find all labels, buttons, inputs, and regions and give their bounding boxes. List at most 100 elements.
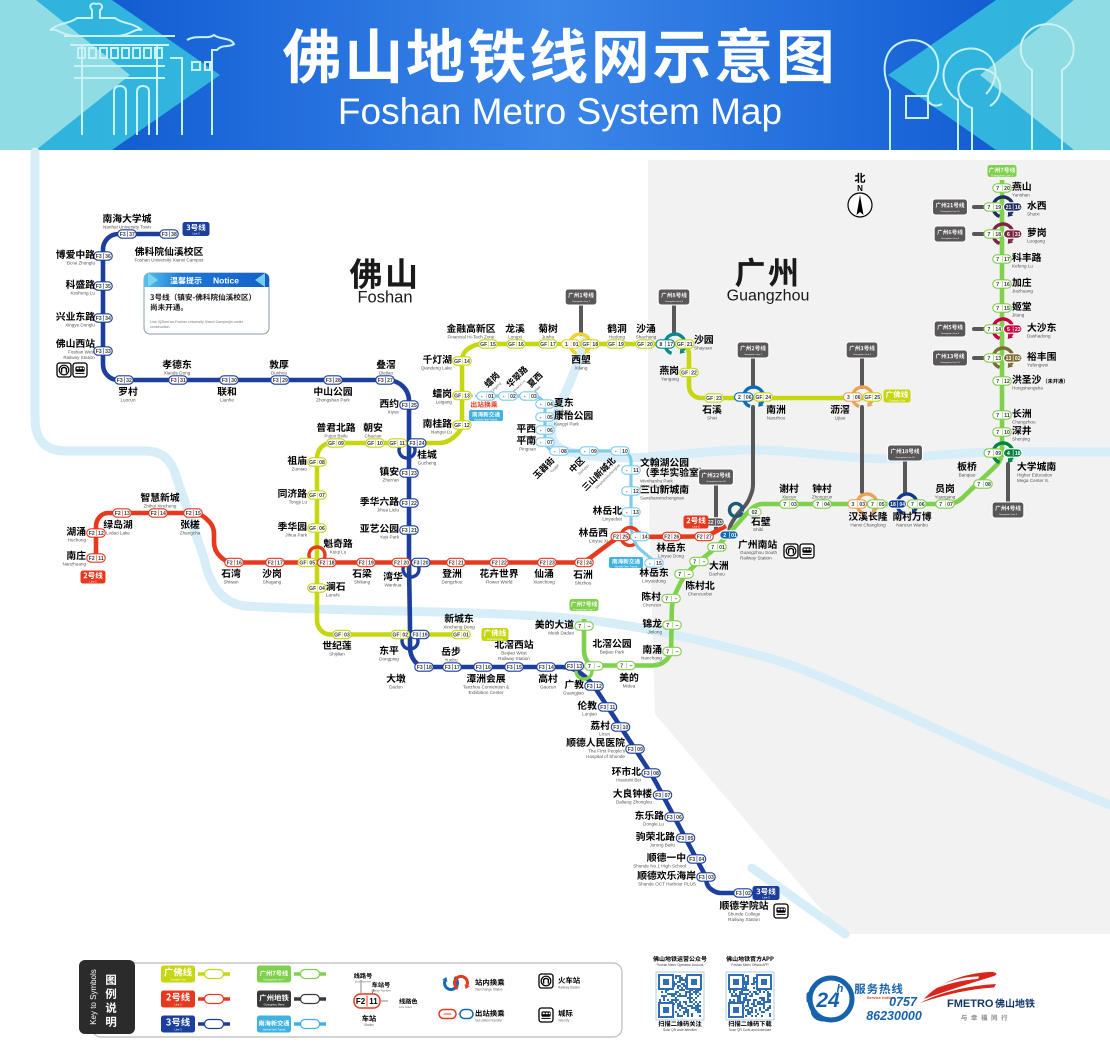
qr-code-part [728, 1002, 744, 1018]
legend-line-4: Guangzhou Metro [257, 990, 326, 1008]
capsule-station-no: 12 [1004, 379, 1010, 385]
capsule-station-no: 18 [1015, 451, 1021, 457]
qr-code-part [739, 993, 741, 995]
station-zh-part [636, 323, 646, 333]
capsule-station-no: 16 [1015, 205, 1021, 211]
qr-code-part [755, 1015, 757, 1017]
qr-code-part [687, 997, 689, 999]
station-zh-part [183, 246, 194, 256]
gz-line-box-en: Guangzhou Line 3 [853, 354, 872, 356]
station-en: Flower World [486, 579, 513, 584]
station-zh-part [566, 738, 576, 747]
station-midea: 7–Midea [616, 660, 639, 688]
header-art-paifang-part [154, 47, 163, 59]
qr-code-part [681, 977, 683, 979]
qr-caption-zh-part [658, 1020, 665, 1027]
station-capsule-part [410, 557, 431, 568]
qr-code-part [699, 1001, 701, 1003]
qr-code-part [759, 1003, 761, 1005]
capsule-line-no: 5 [1007, 327, 1010, 333]
station-zh-part [587, 700, 597, 710]
qr-code-part [689, 991, 691, 993]
qr-code-part [697, 1011, 699, 1013]
capsule-station-no: 04 [547, 402, 553, 408]
qr-code-part [743, 993, 745, 995]
qr-code-part [677, 1007, 679, 1009]
station-zh-part [486, 673, 496, 683]
station-capsule-part [583, 661, 604, 671]
station-en: Foshan West [68, 349, 96, 354]
station-capsule-part [535, 437, 555, 447]
station-capsule-part [1002, 448, 1023, 458]
place-zh-part [388, 258, 416, 289]
line-badge: Guangfo Line [883, 389, 911, 403]
capsule-line-no: F3 [413, 560, 419, 566]
gz-line-box-en: Guangzhou Line 21 [940, 211, 960, 213]
qr-code-part [747, 1009, 749, 1011]
capsule-line-no: F2 [492, 560, 498, 566]
qr-code-part [731, 993, 733, 995]
capsule-line-no: F2 [613, 534, 619, 540]
qr-code-part [753, 999, 755, 1001]
qr-code-part [755, 999, 757, 1001]
qr-caption-zh-part [683, 1021, 689, 1027]
capsule-line-no: 7 [977, 482, 980, 488]
station-en: Shuixi [1027, 211, 1040, 216]
intercity-icon-part [82, 367, 84, 370]
qr-code-part [677, 991, 679, 993]
line-badge: Line 2 [80, 570, 106, 584]
qr-code-part [695, 997, 697, 999]
capsule-station-no: 09 [591, 449, 597, 455]
qr-code-part [681, 995, 683, 997]
capsule-line-no: 7 [665, 596, 668, 602]
station-zh-part [432, 354, 442, 364]
station-en: Chencunbei [688, 591, 713, 596]
station-en: Railway Station [498, 656, 530, 661]
station-en: Bo'ai Zhonglu [67, 260, 95, 265]
qr-code-part [769, 995, 771, 997]
station-zh-part [113, 519, 123, 529]
station-capsule-part [399, 498, 419, 508]
station-zh [103, 213, 152, 223]
station-zh-part [676, 870, 686, 880]
station-zh [316, 422, 356, 432]
station-zh [323, 538, 353, 548]
qr-code-part [731, 995, 733, 997]
station-zh-part [150, 492, 160, 502]
capsule-station-no: 11 [1004, 413, 1010, 419]
qr-code-part [757, 1001, 759, 1003]
qr-code-part [686, 974, 702, 990]
qr-title-zh-part [677, 956, 683, 962]
gz-line-box-en: Guangzhou Line 22 [706, 481, 726, 483]
station-zh-part [373, 422, 383, 432]
capsule-station-no: 06 [919, 502, 925, 508]
capsule-station-no: 08 [985, 482, 991, 488]
out-of-station-note: Out-station transferNanhai New Transit [469, 401, 503, 422]
station-zh-part [164, 246, 174, 256]
intercity-icon-part [806, 548, 809, 551]
capsule-line-no: 7 [666, 623, 669, 629]
station-zh [379, 398, 399, 408]
capsule-line-no: GF [582, 342, 589, 348]
station-zh-part [496, 674, 506, 683]
station-zh-part [379, 496, 389, 506]
station-zh-part [85, 279, 95, 289]
station-capsule-part [992, 279, 1012, 289]
